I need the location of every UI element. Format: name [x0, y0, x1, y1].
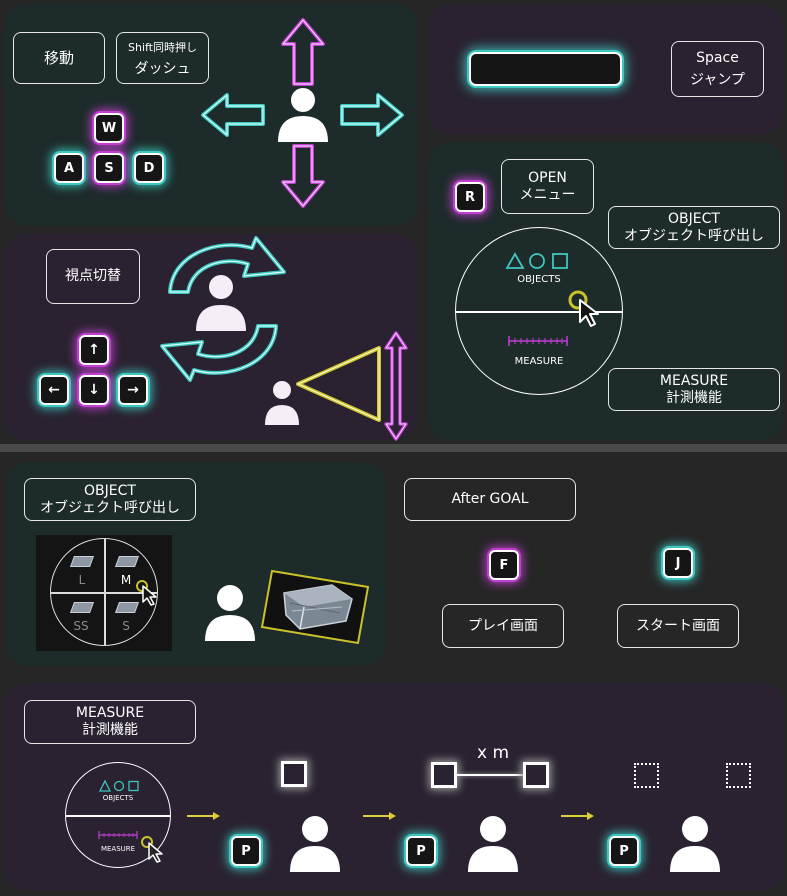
- step-arrow-icon: [363, 812, 396, 820]
- arrow-down-icon: [281, 144, 325, 208]
- move-label: 移動: [13, 32, 105, 84]
- player-icon: [205, 585, 255, 641]
- key-p[interactable]: P: [609, 836, 639, 866]
- block-m-icon: [114, 556, 140, 567]
- jump-label-line1: Space: [696, 49, 739, 66]
- player-icon: [196, 275, 246, 331]
- rotate-cw-bottom-icon: [160, 324, 278, 382]
- shapes-icon: [98, 779, 139, 792]
- section-divider: [0, 444, 787, 452]
- cursor-icon: [141, 836, 163, 863]
- menu-measure-line2: 計測機能: [666, 389, 722, 406]
- key-d[interactable]: D: [134, 153, 164, 183]
- menu-wheel[interactable]: OBJECTS MEASURE: [455, 227, 623, 395]
- wheel-measure-label[interactable]: MEASURE: [100, 845, 136, 853]
- marker-box-icon: [281, 761, 307, 787]
- key-arrow-right[interactable]: →: [118, 375, 148, 405]
- player-small-icon: [265, 381, 299, 425]
- arrow-right-icon: [340, 93, 404, 137]
- play-screen-text: プレイ画面: [468, 617, 538, 634]
- key-f[interactable]: F: [489, 550, 519, 580]
- key-w[interactable]: W: [94, 113, 124, 143]
- dash-label-line2: ダッシュ: [134, 60, 191, 77]
- key-p[interactable]: P: [406, 836, 436, 866]
- size-l-label[interactable]: L: [78, 573, 86, 587]
- object-wheel[interactable]: L M SS S: [50, 538, 158, 646]
- object-block-icon: [260, 569, 370, 645]
- shapes-icon: [505, 252, 568, 269]
- menu-object-label: OBJECT オブジェクト呼び出し: [608, 206, 780, 249]
- menu-measure-label: MEASURE 計測機能: [608, 368, 780, 411]
- dash-label: Shift同時押し ダッシュ: [116, 32, 209, 84]
- cursor-icon: [568, 290, 599, 327]
- key-arrow-down[interactable]: ↓: [79, 375, 109, 405]
- distance-label: x m: [476, 743, 510, 763]
- player-icon: [290, 816, 340, 872]
- player-icon: [670, 816, 720, 872]
- menu-object-line1: OBJECT: [668, 210, 720, 227]
- key-arrow-up[interactable]: ↑: [79, 335, 109, 365]
- key-j[interactable]: J: [663, 548, 693, 578]
- key-a[interactable]: A: [54, 153, 84, 183]
- jump-label: Space ジャンプ: [671, 41, 764, 97]
- block-ss-icon: [69, 602, 95, 613]
- view-cone-icon: [296, 346, 381, 422]
- menu-open-line1: OPEN: [528, 169, 567, 186]
- move-label-text: 移動: [43, 48, 74, 67]
- size-s-label[interactable]: S: [122, 619, 130, 633]
- cursor-icon: [136, 580, 157, 606]
- menu-measure-line1: MEASURE: [659, 372, 729, 389]
- step-arrow-icon: [561, 812, 594, 820]
- after-goal-label: After GOAL: [404, 478, 576, 521]
- rotate-cw-top-icon: [168, 236, 286, 294]
- ruler-icon: [508, 336, 568, 346]
- object-title-line1: OBJECT: [84, 482, 136, 499]
- view-label-text: 視点切替: [65, 268, 121, 284]
- play-screen-label: プレイ画面: [442, 604, 564, 648]
- measure-title-line1: MEASURE: [75, 705, 145, 721]
- player-icon: [468, 816, 518, 872]
- object-wheel-screenshot: L M SS S: [36, 535, 172, 651]
- size-m-label[interactable]: M: [120, 573, 132, 587]
- marker-box-dashed-icon: [726, 763, 751, 788]
- after-goal-text: After GOAL: [451, 491, 529, 507]
- wheel-divider: [66, 815, 170, 817]
- player-icon: [278, 88, 328, 142]
- menu-object-line2: オブジェクト呼び出し: [624, 227, 764, 244]
- start-screen-label: スタート画面: [617, 604, 739, 648]
- key-s[interactable]: S: [94, 153, 124, 183]
- movement-panel: [4, 4, 418, 226]
- measure-title-label: MEASURE 計測機能: [24, 700, 196, 744]
- menu-open-label: OPEN メニュー: [501, 159, 594, 214]
- menu-open-line2: メニュー: [519, 186, 576, 203]
- object-title-line2: オブジェクト呼び出し: [40, 499, 180, 516]
- wheel-divider: [456, 311, 622, 313]
- block-l-icon: [69, 556, 95, 567]
- key-arrow-left[interactable]: ←: [39, 375, 69, 405]
- arrow-left-icon: [201, 93, 265, 137]
- wheel-objects-label[interactable]: OBJECTS: [517, 274, 561, 285]
- jump-label-line2: ジャンプ: [690, 71, 745, 88]
- key-r[interactable]: R: [455, 182, 485, 212]
- dash-label-line1: Shift同時押し: [127, 40, 197, 54]
- wheel-v-divider: [104, 539, 106, 645]
- ruler-icon: [98, 831, 138, 839]
- measure-wheel[interactable]: OBJECTS MEASURE: [65, 762, 171, 868]
- size-ss-label[interactable]: SS: [73, 619, 89, 633]
- object-title-label: OBJECT オブジェクト呼び出し: [24, 478, 196, 521]
- key-p[interactable]: P: [231, 836, 261, 866]
- arrow-up-icon: [281, 18, 325, 86]
- marker-box-dashed-icon: [634, 763, 659, 788]
- step-arrow-icon: [187, 812, 220, 820]
- spacebar-key[interactable]: [469, 52, 622, 86]
- measure-line: [457, 774, 523, 776]
- double-arrow-vertical-icon: [384, 331, 408, 441]
- start-screen-text: スタート画面: [636, 617, 720, 634]
- marker-box-icon: [431, 762, 457, 788]
- wheel-objects-label[interactable]: OBJECTS: [102, 794, 134, 802]
- marker-box-icon: [523, 762, 549, 788]
- measure-title-line2: 計測機能: [82, 722, 138, 738]
- wheel-measure-label[interactable]: MEASURE: [514, 356, 564, 367]
- view-label: 視点切替: [46, 249, 140, 304]
